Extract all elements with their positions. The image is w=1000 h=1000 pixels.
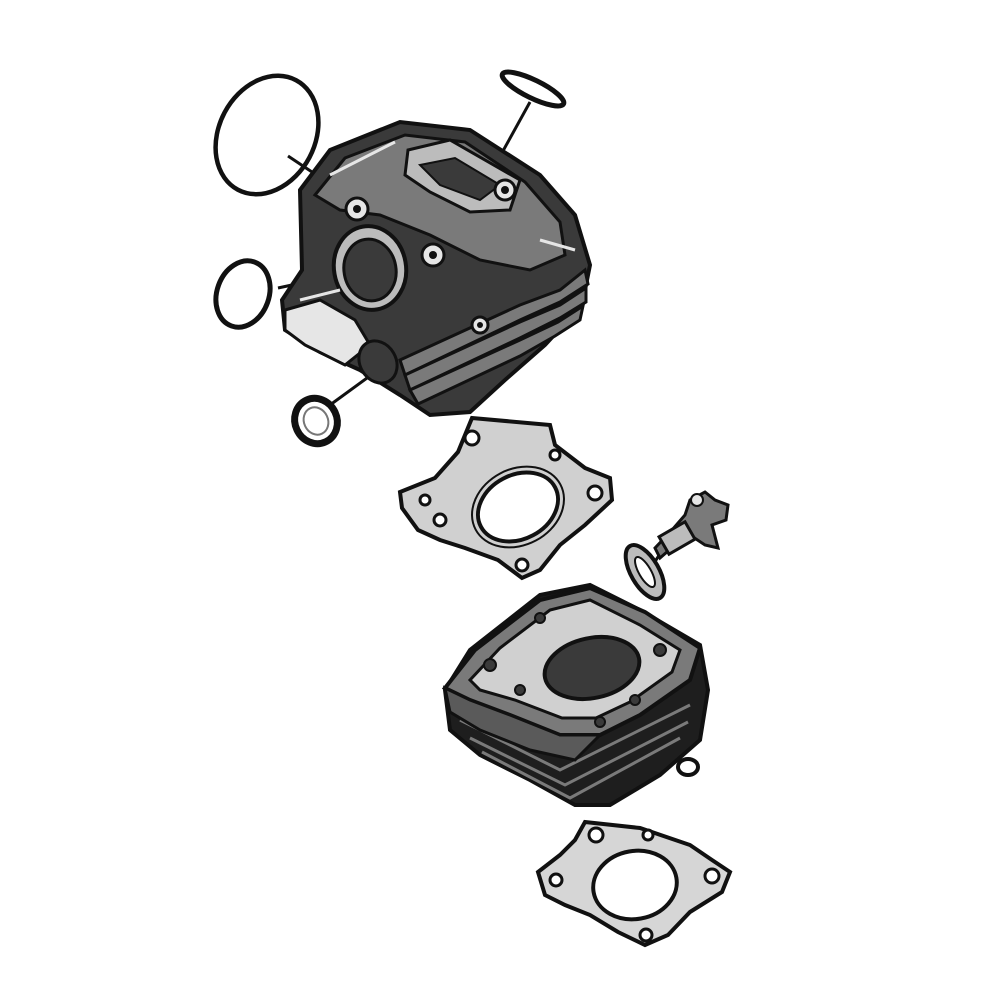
head-o-ring-top (499, 69, 567, 109)
small-o-ring (676, 757, 700, 777)
cylinder-block (441, 582, 711, 807)
base-gasket (535, 819, 733, 948)
intake-o-ring (213, 258, 273, 330)
head-o-ring-large (213, 73, 321, 197)
oil-seal (291, 394, 341, 448)
head-gasket (397, 415, 615, 581)
cam-chain-tensioner (653, 490, 730, 561)
tensioner-gasket (623, 543, 667, 601)
cylinder-head (279, 119, 593, 418)
